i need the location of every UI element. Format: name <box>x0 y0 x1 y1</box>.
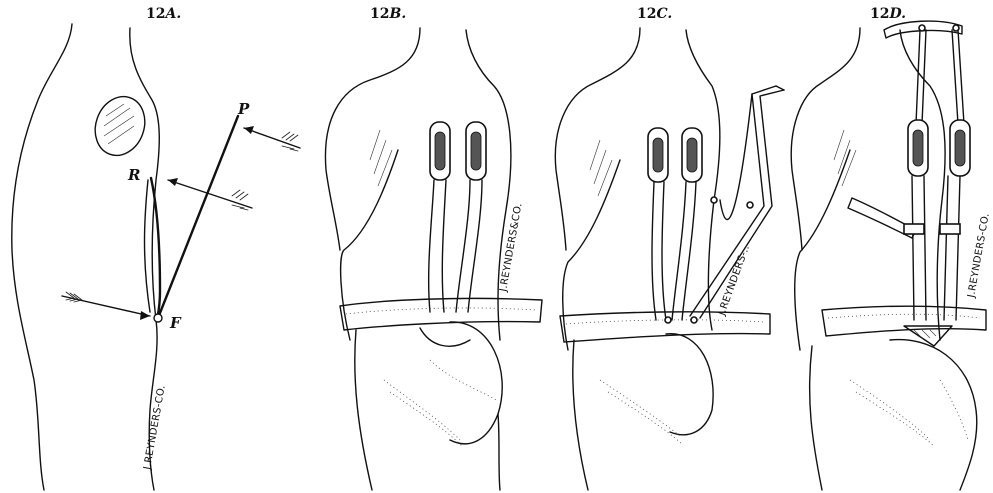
arm-outline <box>341 150 398 340</box>
maker-mark-12a: J.REYNDERS-CO. <box>142 384 168 471</box>
upright-left <box>429 180 446 312</box>
buttock-outline <box>890 340 977 490</box>
band-stitching <box>346 308 536 314</box>
uprights <box>912 176 960 320</box>
stipple-shading <box>850 380 968 446</box>
pelvic-band <box>340 298 542 330</box>
figure-12a-drawing: P R F J.REYNDERS-CO. <box>12 24 300 490</box>
leg-outline-left <box>355 330 372 490</box>
buttock-outline <box>666 334 713 435</box>
body-front-outline <box>12 24 72 490</box>
pad-left-inner <box>653 138 663 172</box>
arm-hatching <box>590 140 612 196</box>
force-arrow-f <box>62 292 150 320</box>
lever-rivet <box>747 202 753 208</box>
back-outline <box>900 30 945 340</box>
shoulder-outline <box>325 28 420 250</box>
lever-rivet <box>711 197 717 203</box>
band-rivet <box>665 317 671 323</box>
shoulder-blade-oval <box>87 90 153 163</box>
spine-inner-curve <box>145 180 151 312</box>
buckle-left <box>904 224 924 234</box>
figure-12d-drawing: J.REYNDERS-CO. <box>791 21 992 490</box>
stipple-shading <box>600 380 682 444</box>
pad-right-inner <box>471 132 481 170</box>
leg-outline-left <box>573 340 588 490</box>
arm-hatching <box>834 130 856 186</box>
shoulder-outline <box>791 28 860 250</box>
lever-line <box>158 116 238 318</box>
upright-right <box>672 182 696 320</box>
arm-outline <box>795 150 850 350</box>
shoulder-hatching <box>104 104 134 144</box>
point-label-f: F <box>169 314 182 332</box>
back-outline <box>466 30 511 340</box>
buckle-right <box>940 224 960 234</box>
pad-right-inner <box>687 138 697 172</box>
point-label-r: R <box>127 166 140 184</box>
band-stitching <box>828 314 980 318</box>
upright-left <box>652 182 666 320</box>
pad-left-inner <box>435 132 445 170</box>
buttock-outline <box>450 322 502 444</box>
maker-mark-12c: J.REYNDERS-.. <box>716 244 752 318</box>
force-arrow-p <box>244 126 300 151</box>
leg-outline-right <box>498 414 500 490</box>
band-rivet <box>691 317 697 323</box>
pelvic-band <box>822 306 986 336</box>
fulcrum-point <box>154 314 162 322</box>
arm-outline <box>563 160 620 350</box>
lever-secondary <box>720 94 752 220</box>
pad-right-inner <box>955 130 965 166</box>
maker-mark-12d: J.REYNDERS-CO. <box>966 212 992 299</box>
leg-outline-left <box>810 346 822 490</box>
band-lower-curve <box>420 328 470 346</box>
pad-left-inner <box>913 130 923 166</box>
figure-12b-drawing: J.REYNDERS&CO. <box>325 28 542 490</box>
upright-right <box>456 180 482 312</box>
point-label-p: P <box>237 100 250 118</box>
lever-frame-top <box>776 86 784 90</box>
figure-12c-drawing: J.REYNDERS-.. <box>555 28 784 490</box>
stipple-shading <box>384 360 496 446</box>
maker-mark-12b: J.REYNDERS&CO. <box>498 202 525 293</box>
force-arrow-r <box>168 178 252 210</box>
